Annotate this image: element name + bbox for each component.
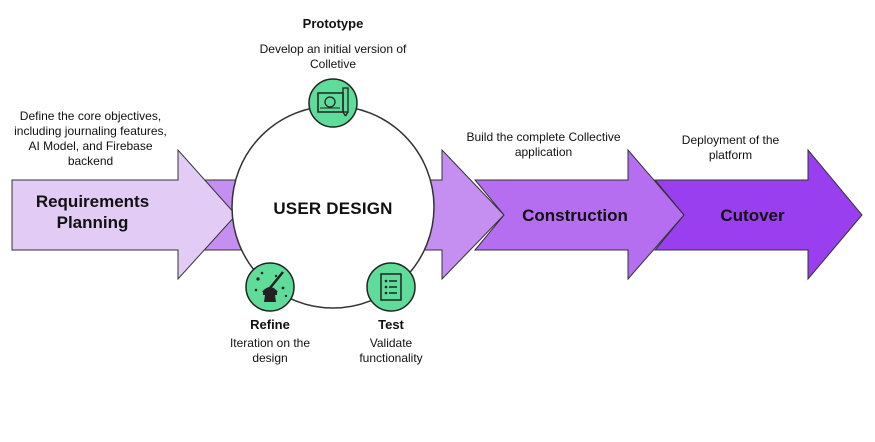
refine-description: Iteration on the design — [229, 336, 311, 365]
cutover-title: Cutover — [720, 206, 785, 225]
requirements-description: Define the core objectives, including jo… — [14, 109, 167, 168]
cutover-description: Deployment of the platform — [681, 133, 780, 162]
construction-arrow — [473, 148, 685, 281]
construction-description: Build the complete Collective applicatio… — [466, 130, 621, 159]
requirements-arrow — [11, 148, 237, 281]
checklist-icon — [366, 262, 416, 312]
blueprint-icon — [308, 78, 358, 128]
construction-title: Construction — [522, 206, 628, 225]
refine-title: Refine — [250, 317, 290, 332]
prototype-description: Develop an initial version of Colletive — [259, 42, 407, 71]
prototype-title: Prototype — [302, 16, 364, 31]
user-design-title: USER DESIGN — [273, 199, 393, 218]
requirements-title: Requirements Planning — [35, 192, 150, 233]
test-description: Validate functionality — [359, 336, 423, 365]
test-title: Test — [378, 317, 404, 332]
magic-wand-icon — [245, 262, 295, 312]
